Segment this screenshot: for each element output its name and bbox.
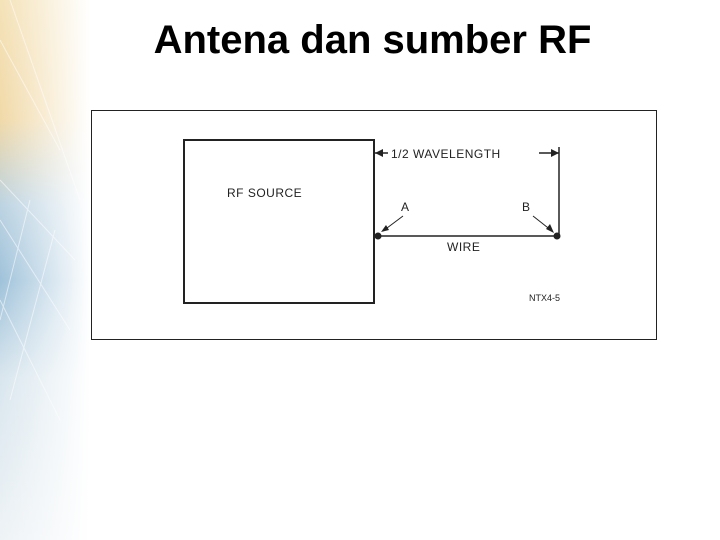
rf-source-box <box>183 139 375 304</box>
point-b-dot <box>553 232 561 240</box>
background-decoration <box>0 0 90 540</box>
antenna-diagram: RF SOURCE 1/2 WAVELENGTH A B WIRE NTX4-5 <box>91 110 657 340</box>
point-a-dot <box>374 232 382 240</box>
dimension-arrow-left <box>375 149 383 157</box>
wire-label: WIRE <box>447 240 480 254</box>
point-a-arrowhead <box>381 225 389 232</box>
dimension-arrow-right <box>551 149 559 157</box>
slide-title: Antena dan sumber RF <box>153 18 592 62</box>
rf-source-label: RF SOURCE <box>227 186 302 200</box>
point-a-label: A <box>401 200 410 214</box>
dimension-label: 1/2 WAVELENGTH <box>391 147 501 161</box>
point-b-arrowhead <box>546 224 554 233</box>
background-pattern <box>0 0 81 421</box>
point-b-label: B <box>522 200 531 214</box>
figure-id: NTX4-5 <box>529 293 560 303</box>
